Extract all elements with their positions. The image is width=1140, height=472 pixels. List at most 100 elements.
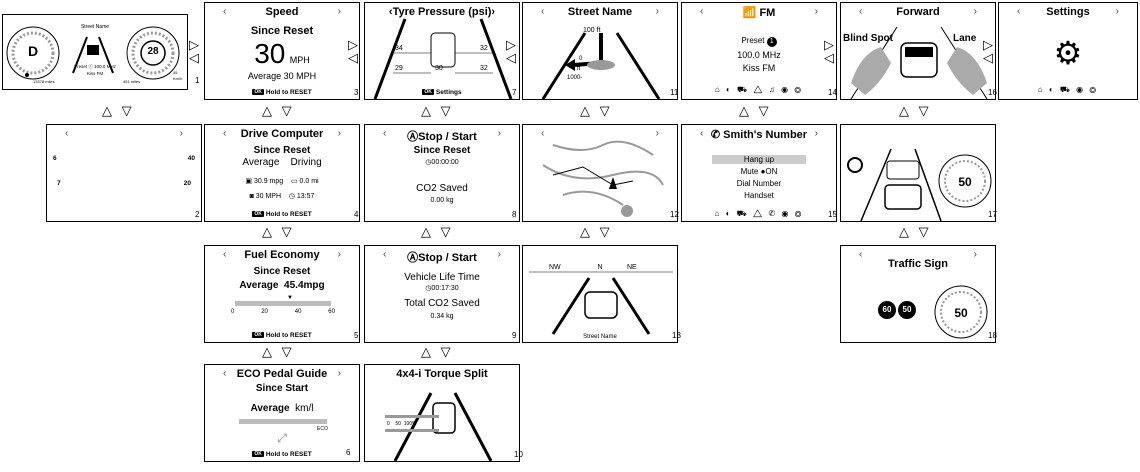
chevron-left-icon[interactable]: ‹ bbox=[700, 6, 704, 17]
torque-ticks: 0 50 100% bbox=[387, 421, 416, 427]
phone-hangup[interactable]: Hang up bbox=[712, 155, 806, 164]
dc-headers: Average Driving bbox=[205, 157, 359, 168]
chevron-right-icon[interactable]: › bbox=[814, 128, 818, 139]
nav-arrows-v: △ ▽ bbox=[580, 224, 613, 239]
chevron-left-icon[interactable]: ‹ bbox=[859, 6, 863, 17]
fe-avg: Average 45.4mpg bbox=[205, 280, 359, 291]
index-label: 14 bbox=[828, 88, 837, 97]
phone-mute[interactable]: Mute ●ON bbox=[740, 167, 778, 176]
chevron-left-icon[interactable]: ‹ bbox=[700, 128, 704, 139]
blind-spot-label: Blind Spot bbox=[843, 33, 893, 44]
nav-arrows-v: △ ▽ bbox=[421, 344, 454, 359]
screen-map: ‹ › bbox=[522, 124, 678, 222]
screen-title: 4x4-i Torque Split bbox=[396, 368, 488, 380]
screen-title: Fuel Economy bbox=[244, 249, 320, 261]
chevron-right-icon[interactable]: › bbox=[337, 128, 341, 139]
nav-arrows: ▷◁ bbox=[824, 37, 834, 65]
cluster-preset: Preset ⓘ 100.0 MHz bbox=[74, 64, 116, 69]
chevron-right-icon[interactable]: › bbox=[337, 249, 341, 260]
torque-art bbox=[385, 392, 493, 461]
fm-freq: 100.0 MHz bbox=[737, 50, 781, 60]
screen-forward: ‹ › Forward Blind Spot Lane bbox=[840, 2, 996, 100]
chevron-right-icon[interactable]: › bbox=[973, 249, 977, 260]
chevron-left-icon[interactable]: ‹ bbox=[383, 249, 387, 260]
fe-bar bbox=[235, 301, 331, 306]
chevron-left-icon[interactable]: ‹ bbox=[541, 6, 545, 17]
tyre-rr2: 32 bbox=[480, 65, 488, 72]
chevron-right-icon[interactable]: › bbox=[337, 368, 341, 379]
index-label: 10 bbox=[514, 450, 523, 459]
ss-total: Total CO2 Saved bbox=[404, 298, 480, 309]
speed-unit: MPH bbox=[289, 55, 310, 65]
fm-preset: Preset 1 bbox=[682, 36, 836, 47]
forward-art bbox=[850, 26, 988, 99]
chevron-left-icon[interactable]: ‹ bbox=[859, 249, 863, 260]
settings-text: Settings bbox=[435, 89, 462, 96]
screen-traffic-sign: ‹ › Traffic Sign 60 50 50 bbox=[840, 245, 996, 343]
cluster-station: Kiss FM bbox=[86, 71, 104, 76]
chevron-right-icon[interactable]: › bbox=[655, 128, 659, 139]
chevron-right-icon[interactable]: › bbox=[497, 128, 501, 139]
chevron-left-icon[interactable]: ‹ bbox=[223, 368, 227, 379]
traffic-speed: 50 bbox=[954, 306, 968, 320]
chevron-left-icon[interactable]: ‹ bbox=[65, 128, 69, 139]
cluster-trip: 451 miles bbox=[123, 79, 141, 84]
cluster-gear: D bbox=[27, 43, 39, 59]
chevron-left-icon[interactable]: ‹ bbox=[541, 128, 545, 139]
dc-sub: Since Reset bbox=[253, 145, 311, 156]
eco-unit: km/l bbox=[295, 403, 314, 414]
screen-eco-pedal: ‹ › ECO Pedal Guide Since Start Average … bbox=[204, 364, 360, 462]
screen-blank: ‹ › 6 7 40 20 bbox=[46, 124, 202, 222]
sign-50: 50 bbox=[902, 305, 912, 314]
screen-adas: 50 bbox=[840, 124, 996, 222]
nav-arrows-v: △ ▽ bbox=[899, 224, 932, 239]
nav-dist3: ft bbox=[577, 66, 581, 72]
fm-icon-row[interactable]: ⌂ ◐ ⛟ △ ♫ ◉ ◎ bbox=[714, 85, 804, 94]
index-label: 5 bbox=[354, 331, 359, 340]
chevron-right-icon[interactable]: › bbox=[179, 128, 183, 139]
phone-handset[interactable]: Handset bbox=[744, 191, 774, 200]
chevron-right-icon[interactable]: › bbox=[973, 6, 977, 17]
chevron-left-icon[interactable]: ‹ bbox=[223, 249, 227, 260]
nav-dist1: 100 ft bbox=[583, 27, 601, 34]
tyre-art bbox=[373, 18, 513, 99]
index-label: 2 bbox=[195, 210, 200, 219]
nav-arrows-v: △ ▽ bbox=[421, 224, 454, 239]
preset-label: Preset bbox=[741, 36, 765, 45]
gauge-tick: 20 bbox=[183, 180, 191, 187]
chevron-left-icon[interactable]: ‹ bbox=[223, 128, 227, 139]
phone-icon-row[interactable]: ⌂ ◐ ⛟ △ ✆ ◉ ◎ bbox=[714, 209, 804, 218]
fe-sub: Since Reset bbox=[253, 266, 311, 277]
ok-badge-icon: OK bbox=[252, 89, 264, 96]
chevron-left-icon[interactable]: ‹ bbox=[223, 6, 227, 17]
cluster-speed: 28 bbox=[147, 46, 159, 57]
chevron-left-icon[interactable]: ‹ bbox=[383, 128, 387, 139]
chevron-right-icon[interactable]: › bbox=[497, 249, 501, 260]
screen-cluster: D 28 Street Name Preset ⓘ 100.0 MHz Kiss… bbox=[2, 14, 188, 90]
reset-text: Hold to RESET bbox=[265, 89, 312, 96]
phone-dial[interactable]: Dial Number bbox=[736, 179, 782, 188]
screen-street-name: ‹ › Street Name 100 ft 0 ft 1000- bbox=[522, 2, 678, 100]
compass-ne: NE bbox=[627, 264, 637, 271]
index-label: 9 bbox=[512, 331, 517, 340]
nav-arrows-v: △ ▽ bbox=[421, 103, 454, 118]
screen-phone: ‹ › ✆ Smith's Number Hang up Mute ●ON Di… bbox=[681, 124, 837, 222]
chevron-right-icon[interactable]: › bbox=[337, 6, 341, 17]
chevron-right-icon[interactable]: › bbox=[655, 6, 659, 17]
pedal-icon: ⤢ bbox=[277, 431, 287, 445]
compass-art bbox=[529, 271, 673, 335]
tyre-fr: 32 bbox=[480, 45, 488, 52]
adas-speed: 50 bbox=[958, 175, 972, 189]
index-label: 8 bbox=[512, 210, 517, 219]
settings-icon-row[interactable]: ⌂ ◐ ⛟ ◉ ◎ bbox=[1037, 85, 1099, 94]
timer-icon: ◷ bbox=[425, 285, 432, 292]
chevron-right-icon[interactable]: › bbox=[814, 6, 818, 17]
torque-tick: 0 bbox=[387, 421, 390, 427]
index-label: 6 bbox=[346, 448, 351, 457]
chevron-left-icon[interactable]: ‹ bbox=[1017, 6, 1021, 17]
chevron-right-icon[interactable]: › bbox=[1115, 6, 1119, 17]
ss-co2: CO2 Saved bbox=[416, 183, 468, 194]
screen-title: Speed bbox=[265, 6, 299, 18]
dc-mpg: 30.9 mpg bbox=[253, 178, 284, 185]
